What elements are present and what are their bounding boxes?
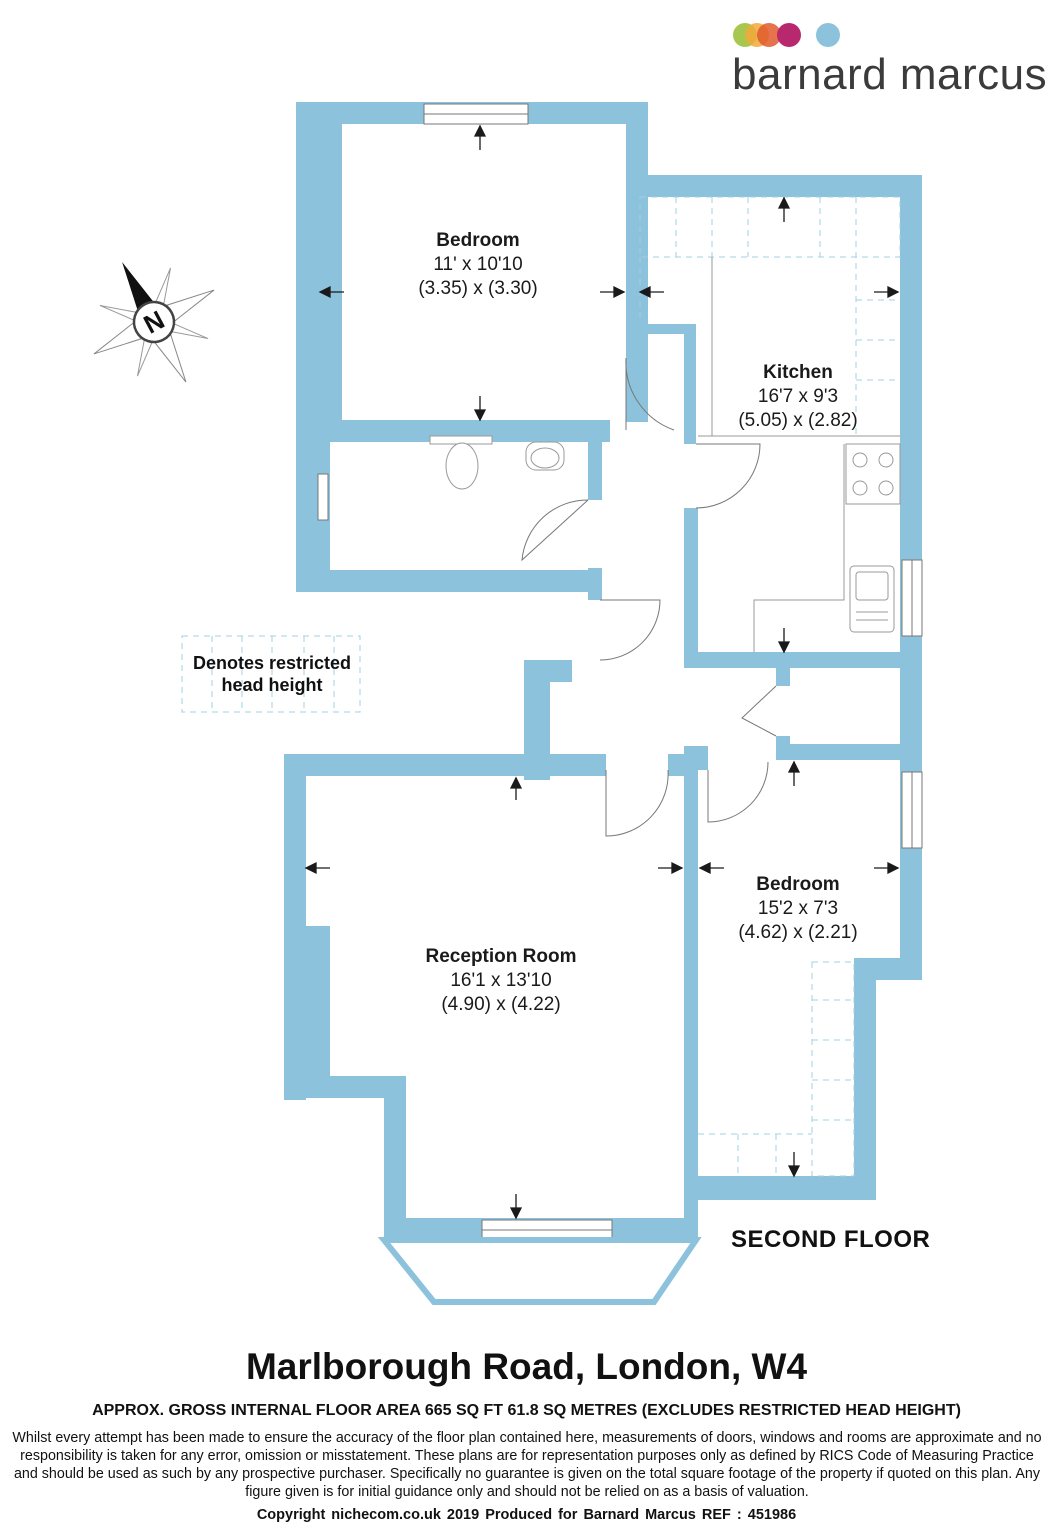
windows [317, 103, 923, 1241]
brand-logo-dots [733, 23, 840, 47]
room-dimensions-imperial: 11' x 10'10 [433, 254, 522, 275]
brand-dot [777, 23, 801, 47]
door-swing [741, 685, 777, 737]
walls [284, 102, 922, 1242]
legend-swatch [181, 635, 361, 713]
kitchen-fittings [698, 257, 901, 652]
bay-window [377, 1237, 702, 1305]
restricted-head-height-areas [181, 196, 901, 1177]
hob-icon [845, 443, 901, 505]
door-swing [707, 761, 769, 823]
room-dimensions-imperial: 16'1 x 13'10 [450, 970, 551, 991]
room-label-bedroom-1: Bedroom 11' x 10'10 (3.35) x (3.30) [418, 230, 537, 299]
basin-icon [530, 447, 560, 469]
room-dimensions-metric: (3.35) x (3.30) [418, 278, 537, 299]
door-swing [599, 599, 661, 661]
room-label-kitchen: Kitchen 16'7 x 9'3 (5.05) x (2.82) [738, 362, 857, 431]
bathroom-fittings [429, 435, 565, 490]
doors [521, 357, 777, 837]
room-dimensions-imperial: 16'7 x 9'3 [758, 386, 838, 407]
door-swing [605, 769, 669, 837]
brand-name: barnard marcus [732, 50, 1048, 99]
dimension-arrows [304, 124, 900, 1220]
room-name: Bedroom [436, 230, 519, 251]
floor-label: SECOND FLOOR [731, 1226, 931, 1253]
compass-icon: N [93, 261, 215, 383]
room-name: Reception Room [426, 946, 577, 967]
room-label-bedroom-2: Bedroom 15'2 x 7'3 (4.62) x (2.21) [738, 874, 857, 943]
room-label-reception: Reception Room 16'1 x 13'10 (4.90) x (4.… [426, 946, 577, 1015]
brand-dot [816, 23, 840, 47]
room-dimensions-imperial: 15'2 x 7'3 [758, 898, 838, 919]
toilet-icon [445, 442, 479, 490]
legend-restricted-head-height: Denotes restricted head height [183, 652, 361, 696]
legend-line: head height [221, 675, 323, 695]
room-dimensions-metric: (4.90) x (4.22) [441, 994, 560, 1015]
disclaimer: Whilst every attempt has been made to en… [12, 1430, 1042, 1500]
sink-icon [849, 565, 895, 633]
window [317, 473, 329, 521]
door-swing [521, 499, 589, 562]
copyright-footer: Copyright nichecom.co.uk 2019 Produced f… [256, 1507, 797, 1523]
legend-line: Denotes restricted [192, 653, 352, 673]
room-dimensions-metric: (5.05) x (2.82) [738, 410, 857, 431]
room-name: Bedroom [756, 874, 839, 895]
door-swing [695, 443, 761, 509]
brand-dot [757, 23, 781, 47]
floor-area: APPROX. GROSS INTERNAL FLOOR AREA 665 SQ… [92, 1402, 961, 1419]
room-name: Kitchen [763, 362, 833, 383]
door-swing [625, 357, 675, 431]
property-address: Marlborough Road, London, W4 [245, 1346, 808, 1387]
room-dimensions-metric: (4.62) x (2.21) [738, 922, 857, 943]
